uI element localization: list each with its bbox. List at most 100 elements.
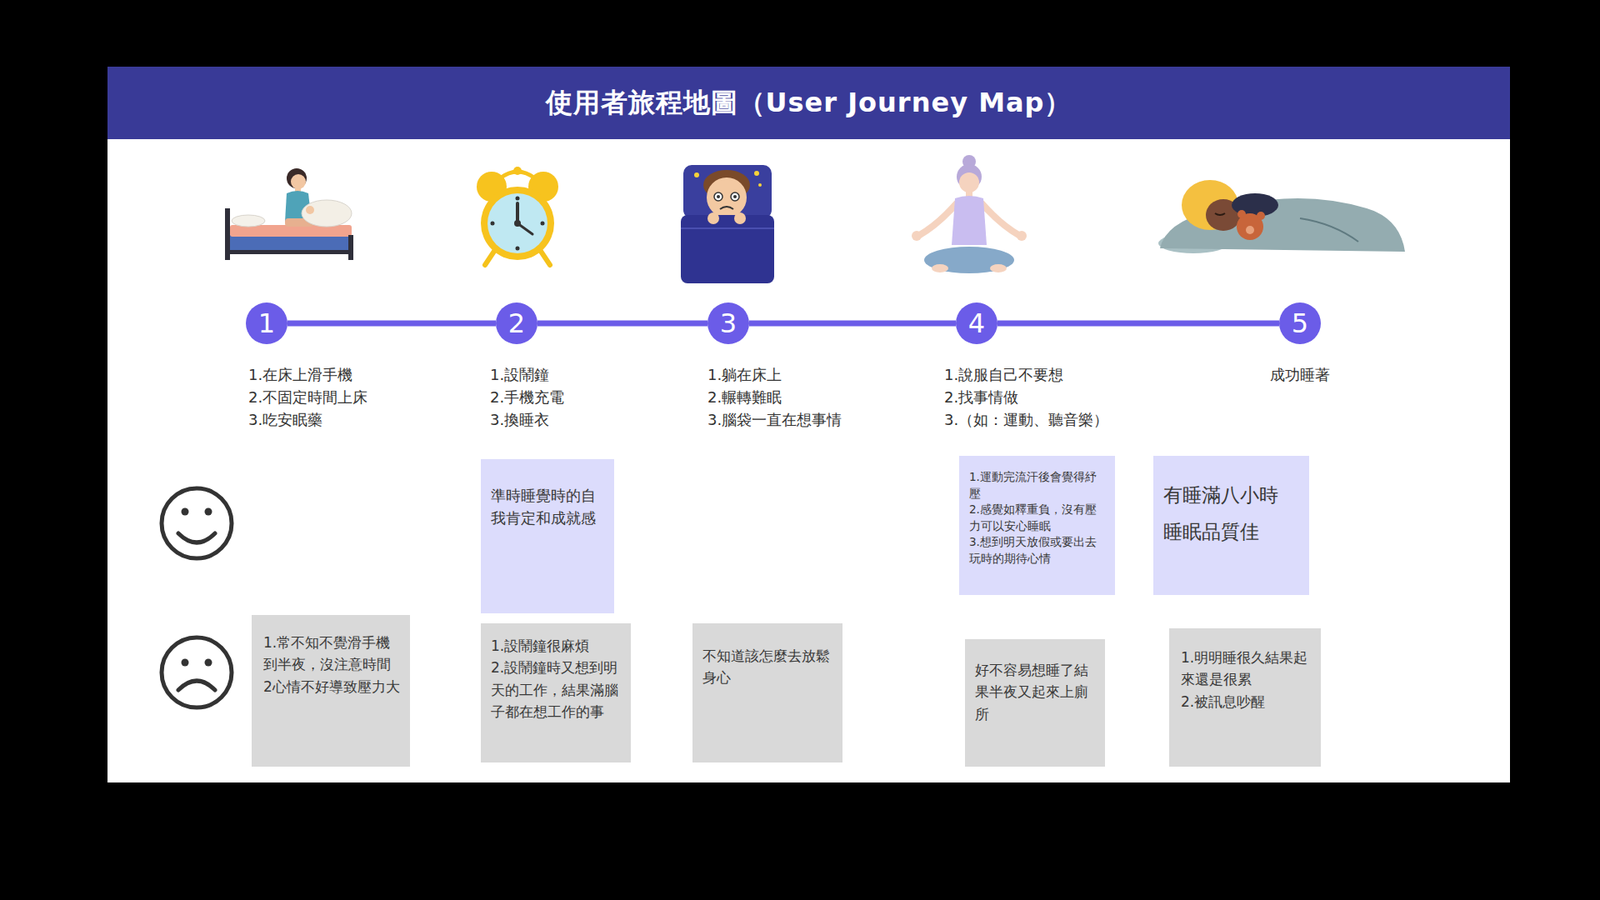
box-text: 3.想到明天放假或要出去玩時的期待心情: [969, 534, 1107, 567]
sleepless-man-illustration-part: [680, 227, 775, 230]
timeline-connector: [749, 320, 956, 327]
box-text: 好不容易想睡了結果半夜又起來上廁所: [975, 659, 1097, 725]
sad-face-icon: [161, 637, 232, 708]
step-circle: 2: [495, 302, 538, 345]
step-label-anchor: 3.吃安眠藥: [248, 408, 323, 431]
step-label-anchor: 1.在床上滑手機: [248, 363, 353, 386]
happy-face-icon-part: [205, 508, 213, 516]
box-text: 2.設鬧鐘時又想到明天的工作，結果滿腦子都在想工作的事: [490, 656, 623, 723]
sleepless-man-illustration-part: [714, 192, 723, 201]
step-circle: 5: [1279, 302, 1321, 345]
step-label-anchor: 2.輾轉難眠: [707, 385, 782, 409]
alarm-clock-illustration-part: [540, 250, 550, 265]
positive-feeling-box: 準時睡覺時的自我肯定和成就感: [480, 459, 615, 614]
sleepless-man-illustration: [680, 165, 775, 284]
step-label: 2.手機充電: [490, 385, 565, 409]
bed-illustration-part: [230, 250, 352, 255]
page-title: 使用者旅程地圖（User Journey Map）: [545, 85, 1073, 122]
step-number: 4: [955, 302, 998, 345]
sleepless-man-illustration-part: [720, 206, 734, 210]
meditation-illustration-part: [924, 246, 1015, 274]
meditation-illustration-part: [951, 195, 987, 245]
step-label-anchor: 3.換睡衣: [490, 408, 550, 431]
alarm-clock-illustration-part: [480, 186, 555, 260]
bed-illustration-part: [230, 235, 352, 252]
step-label: 2.輾轉難眠: [707, 385, 782, 409]
timeline-connector: [537, 320, 708, 327]
sleepless-man-illustration-part: [754, 170, 760, 176]
box-text: 2.被訊息吵醒: [1180, 690, 1313, 713]
step-number: 5: [1279, 302, 1321, 345]
box-text: 1.設鬧鐘很麻煩: [490, 635, 623, 657]
alarm-clock-illustration-part: [513, 166, 522, 175]
alarm-clock-illustration-part: [514, 220, 521, 227]
step-label-anchor: 1.躺在床上: [707, 363, 782, 386]
sleepless-man-illustration-part: [706, 177, 747, 218]
meditation-illustration-part: [918, 203, 957, 236]
box-text: 準時睡覺時的自我肯定和成就感: [490, 484, 606, 530]
sleepless-man-illustration-part: [683, 165, 772, 219]
step-label-anchor: 2.手機充電: [490, 385, 565, 409]
pain-point-box: 好不容易想睡了結果半夜又起來上廁所: [965, 639, 1105, 767]
sleepless-man-illustration-part: [716, 195, 720, 199]
meditation-illustration-part: [911, 230, 922, 241]
alarm-clock-illustration-part: [487, 193, 548, 254]
sleepless-man-illustration-part: [734, 212, 746, 225]
alarm-clock-illustration-part: [515, 196, 520, 201]
box-text: 2心情不好導致壓力大: [263, 675, 400, 698]
step-number: 1: [245, 302, 288, 345]
bed-illustration-part: [286, 168, 307, 189]
sleeping-girl-illustration-part: [1237, 210, 1246, 219]
step-circle: 1: [245, 302, 288, 345]
sleeping-girl-illustration: [1158, 180, 1405, 254]
timeline-connector: [287, 320, 496, 327]
header-band: 使用者旅程地圖（User Journey Map）: [107, 66, 1510, 140]
sleepless-man-illustration-part: [733, 195, 737, 199]
step-number: 3: [707, 302, 750, 345]
sad-face-icon-part: [161, 637, 232, 708]
happy-face-icon-part: [178, 533, 215, 543]
step-label: 2.找事情做: [944, 385, 1019, 409]
sad-face-icon-part: [205, 659, 213, 667]
bed-illustration-part: [348, 235, 354, 260]
bed-illustration-part: [301, 200, 352, 227]
happy-face-icon-part: [181, 508, 190, 516]
step-label: 1.說服自己不要想: [944, 363, 1064, 386]
step-label: 1.躺在床上: [707, 363, 782, 386]
sleeping-girl-illustration-part: [1215, 213, 1225, 215]
sleepless-man-illustration-part: [680, 215, 775, 284]
step-label-anchor: 3.腦袋一直在想事情: [707, 408, 842, 431]
sleepless-man-illustration-part: [694, 172, 700, 178]
pain-point-box: 1.常不知不覺滑手機到半夜，沒注意時間2心情不好導致壓力大: [251, 615, 410, 767]
bed-illustration-part: [225, 208, 230, 260]
step-label: 3.換睡衣: [490, 408, 550, 431]
pain-point-box: 1.設鬧鐘很麻煩2.設鬧鐘時又想到明天的工作，結果滿腦子都在想工作的事: [480, 623, 631, 763]
box-text: 2.感覺如釋重負，沒有壓力可以安心睡眠: [969, 501, 1107, 535]
step-label: 3.吃安眠藥: [248, 408, 323, 431]
sleepless-man-illustration-part: [707, 212, 720, 225]
step-label-anchor: 1.說服自己不要想: [944, 363, 1064, 386]
positive-feeling-box: 有睡滿八小時睡眠品質佳: [1153, 455, 1310, 595]
box-text: 1.明明睡很久結果起來還是很累: [1180, 646, 1313, 691]
step-number: 2: [495, 302, 538, 345]
meditation-illustration-part: [981, 203, 1020, 236]
alarm-clock-illustration-part: [515, 246, 520, 251]
bed-illustration-part: [231, 215, 265, 227]
box-text: 有睡滿八小時: [1163, 477, 1301, 515]
alarm-clock-illustration-part: [490, 221, 495, 226]
bed-illustration-part: [305, 205, 315, 215]
sleeping-girl-illustration-part: [1300, 218, 1359, 242]
step-label-anchor: 2.找事情做: [944, 385, 1019, 409]
step-label: 1.在床上滑手機: [248, 363, 353, 386]
sleepless-man-illustration-part: [730, 192, 740, 201]
happy-face-icon-part: [161, 488, 232, 559]
step-circle: 4: [955, 302, 998, 345]
alarm-clock-illustration-part: [485, 250, 495, 265]
step-label-anchor: 2.不固定時間上床: [248, 385, 368, 409]
meditation-illustration-part: [1016, 230, 1027, 241]
bed-illustration-part: [290, 174, 306, 190]
